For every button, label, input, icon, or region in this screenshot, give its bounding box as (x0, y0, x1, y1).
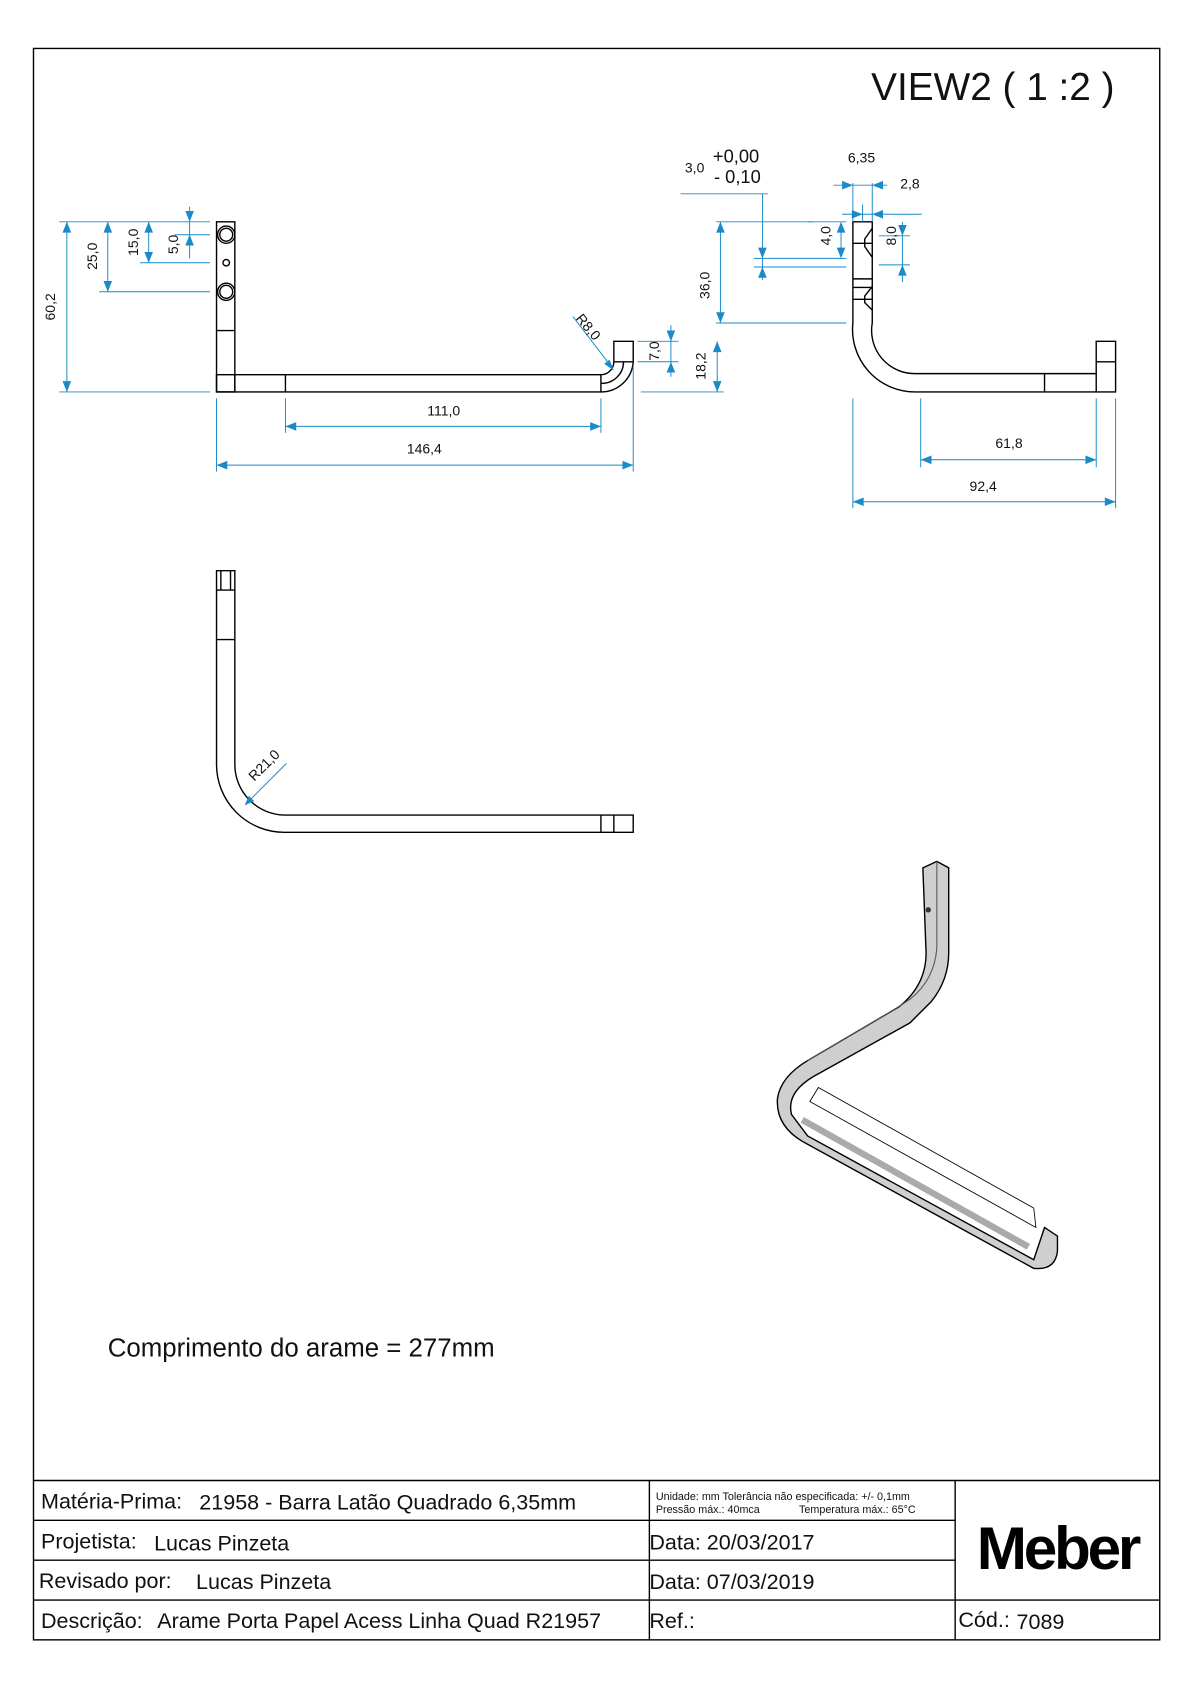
data-created: Data: 20/03/2017 (649, 1530, 814, 1554)
tol-lower: - 0,10 (714, 166, 761, 187)
view-title: VIEW2 ( 1 :2 ) (871, 66, 1114, 109)
descricao-label: Descrição: (41, 1609, 143, 1633)
dim-7-0: 7,0 (646, 341, 662, 361)
materia-prima-label: Matéria-Prima: (41, 1489, 182, 1513)
notes-pressure: Pressão máx.: 40mca (656, 1504, 760, 1516)
side-view: 3,0 +0,00 - 0,10 6,35 2,8 4,0 8,0 36,0 6… (680, 146, 1117, 509)
revisado-value: Lucas Pinzeta (196, 1570, 331, 1594)
dim-2-8: 2,8 (900, 175, 920, 191)
dim-92-4: 92,4 (970, 478, 997, 494)
dim-8-0: 8,0 (883, 226, 899, 246)
materia-prima-value: 21958 - Barra Latão Quadrado 6,35mm (199, 1491, 576, 1515)
notes-line1: Unidade: mm Tolerância não especificada:… (656, 1491, 910, 1503)
projetista-label: Projetista: (41, 1529, 137, 1553)
dim-36-0: 36,0 (697, 272, 713, 299)
dim-5-0: 5,0 (165, 234, 181, 254)
cod-label: Cód.: (958, 1608, 1009, 1632)
isometric-view (776, 860, 1059, 1270)
tol-upper: +0,00 (713, 146, 759, 167)
wire-length-note: Comprimento do arame = 277mm (108, 1335, 495, 1363)
cod-value: 7089 (1017, 1610, 1065, 1634)
dim-4-0: 4,0 (817, 226, 833, 246)
dim-6-35: 6,35 (848, 150, 875, 166)
drawing-border (32, 47, 1161, 1641)
revisado-label: Revisado por: (39, 1569, 172, 1593)
dim-18-2: 18,2 (692, 352, 708, 379)
dim-25-0: 25,0 (84, 242, 100, 269)
tol-nominal: 3,0 (685, 159, 705, 175)
side-view-dimensions: 3,0 +0,00 - 0,10 6,35 2,8 4,0 8,0 36,0 6… (680, 146, 1117, 509)
projetista-value: Lucas Pinzeta (154, 1531, 289, 1555)
dim-111-0: 111,0 (427, 403, 460, 419)
dim-146-4: 146,4 (407, 440, 442, 456)
dim-60-2: 60,2 (42, 293, 58, 320)
descricao-value: Arame Porta Papel Acess Linha Quad R2195… (157, 1609, 601, 1633)
title-block: Matéria-Prima: 21958 - Barra Latão Quadr… (33, 1479, 1160, 1640)
data-revised: Data: 07/03/2019 (649, 1570, 814, 1594)
dim-61-8: 61,8 (995, 435, 1022, 451)
ref-label: Ref.: (649, 1609, 694, 1633)
dim-15-0: 15,0 (125, 228, 141, 255)
meber-logo: Meber (977, 1514, 1141, 1582)
notes-temperature: Temperatura máx.: 65°C (799, 1504, 916, 1516)
